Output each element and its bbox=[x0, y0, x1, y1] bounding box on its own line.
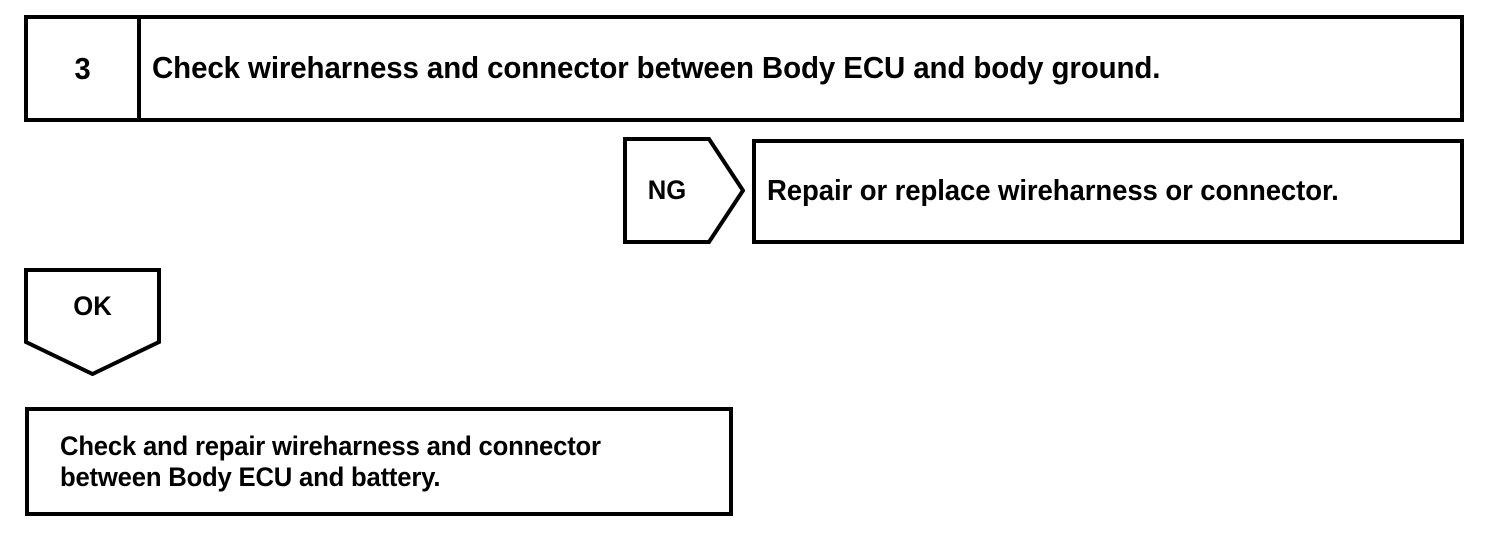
ng-result-text: Repair or replace wireharness or connect… bbox=[767, 175, 1339, 208]
ok-branch-label: OK bbox=[73, 290, 112, 321]
ng-result-box: Repair or replace wireharness or connect… bbox=[752, 139, 1464, 244]
ng-branch-arrow: NG bbox=[623, 137, 745, 244]
step-number-cell: 3 bbox=[28, 19, 141, 118]
ok-result-line-2: between Body ECU and battery. bbox=[60, 461, 441, 492]
ng-branch-label: NG bbox=[647, 175, 687, 205]
ng-arrow-shape bbox=[623, 137, 745, 244]
step-number: 3 bbox=[74, 51, 91, 86]
ok-result-box: Check and repair wireharness and connect… bbox=[25, 407, 733, 516]
step-instruction-text: Check wireharness and connector between … bbox=[152, 50, 1161, 86]
ok-result-line-1: Check and repair wireharness and connect… bbox=[60, 431, 601, 461]
ok-branch-arrow: OK bbox=[24, 268, 161, 376]
step-instruction-cell: Check wireharness and connector between … bbox=[141, 19, 1460, 118]
step-row: 3 Check wireharness and connector betwee… bbox=[24, 15, 1464, 122]
ok-arrow-shape bbox=[24, 268, 161, 376]
